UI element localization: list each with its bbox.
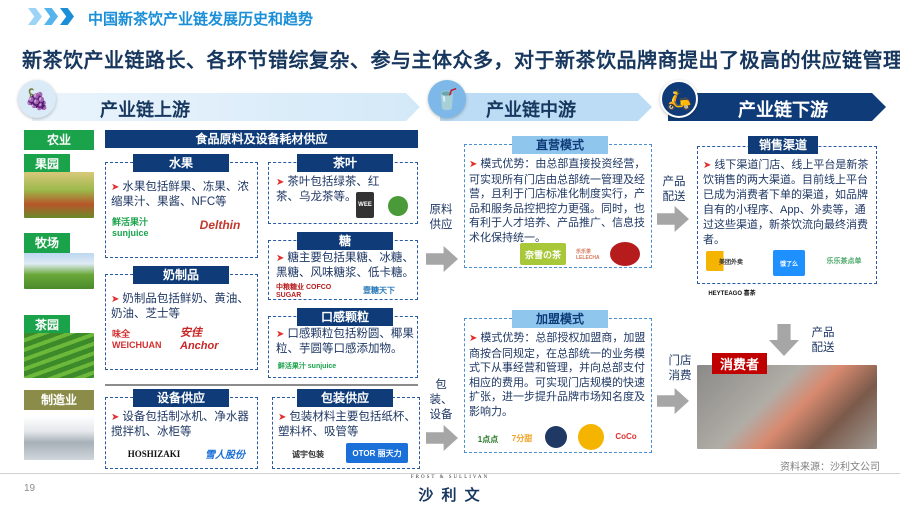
- direct-model-text: ➤模式优势：由总部直接投资经营，可实现所有门店由总部统一管理及经营，且利于门店标…: [469, 158, 646, 244]
- fruit-box: [105, 162, 258, 258]
- consumer-photo: [697, 365, 877, 449]
- consumer-tag: 消费者: [712, 353, 768, 374]
- packaging-equipment-label: 包装、设备: [429, 379, 453, 421]
- topping-text: ➤口感颗粒包括粉圆、椰果粒、芋圆等口感添加物。: [276, 328, 414, 355]
- meituan-logo: 美团外卖: [706, 251, 756, 271]
- equipment-photo: [24, 416, 94, 460]
- divider: [105, 384, 418, 386]
- chayan-logo: [610, 242, 640, 266]
- downstream-banner: 产业链下游: [668, 93, 886, 121]
- chevron-icon: [60, 8, 74, 25]
- tea-logo-2: [388, 196, 408, 216]
- page-headline: 新茶饮产业链路长、各环节错综复杂、参与主体众多，对于新茶饮品牌商提出了极高的供应…: [22, 50, 900, 72]
- topping-logo-2: 🐻: [352, 356, 376, 376]
- chevron-icon: [28, 8, 42, 25]
- dairy-logo-1: 味全 WEICHUAN: [112, 328, 162, 350]
- eleme-logo: 饿了么: [773, 250, 805, 276]
- tea-garden-photo: [24, 333, 94, 378]
- source-note: 资料来源：沙利文公司: [780, 462, 880, 473]
- heytea-logo: 👤: [470, 243, 500, 265]
- downstream-title: 产业链下游: [738, 100, 828, 120]
- direct-model-title: 直营模式: [512, 136, 608, 154]
- sales-channel-title: 销售渠道: [748, 136, 818, 154]
- 7fentian-logo: 7分甜: [511, 433, 533, 443]
- packaging-logo-2: OTOR 丽天力: [346, 443, 408, 463]
- tea-title: 茶叶: [297, 154, 393, 172]
- topping-title: 口感颗粒: [297, 308, 393, 326]
- delivery-scooter-icon: 🛵: [660, 80, 698, 118]
- equipment-box: [105, 397, 258, 469]
- dairy-text: ➤奶制品包括鲜奶、黄油、奶油、芝士等: [111, 293, 249, 320]
- franchise-model-title: 加盟模式: [512, 310, 608, 328]
- ranch-photo: [24, 253, 94, 289]
- heyteago-logo: HEYTEAGO 喜茶: [708, 290, 756, 297]
- raw-supply-label: 原料供应: [429, 204, 453, 231]
- product-delivery-label: 产品配送: [662, 176, 686, 203]
- arrow-right-icon: [426, 246, 458, 272]
- brand-cn: 沙 利 文: [418, 487, 482, 504]
- coco-logo: CoCo: [615, 431, 637, 441]
- bubble-tea-cup-icon: 🥤: [428, 80, 466, 118]
- page-number: 19: [24, 483, 36, 494]
- sector-tea-garden: 茶园: [24, 315, 70, 335]
- sugar-logo-1: 中粮糖业 COFCO SUGAR: [276, 283, 332, 299]
- midstream-title: 产业链中游: [486, 100, 576, 120]
- upstream-banner: 产业链上游: [32, 93, 420, 121]
- packaging-title: 包装供应: [297, 389, 393, 407]
- section-topic: 中国新茶饮产业链发展历史和趋势: [88, 11, 314, 28]
- dairy-box: [105, 274, 258, 370]
- sector-manufacturing: 制造业: [24, 390, 94, 410]
- equipment-title: 设备供应: [133, 389, 229, 407]
- upstream-title: 产业链上游: [100, 100, 190, 120]
- shuyi-logo: [578, 424, 604, 450]
- fruit-text: ➤水果包括鲜果、冻果、浓缩果汁、果酱、NFC等: [111, 181, 249, 208]
- sugar-text: ➤糖主要包括果糖、冰糖、黑糖、风味糖浆、低卡糖。: [276, 252, 414, 279]
- dairy-logo-2: 安佳 Anchor: [180, 327, 219, 352]
- delivery-label: 产品配送: [811, 327, 835, 354]
- arrow-right-icon: [657, 388, 689, 414]
- sales-channel-text: ➤线下渠道门店、线上平台是新茶饮销售的两大渠道。目前线上平台已成为消费者下单的渠…: [703, 159, 869, 246]
- brand-en: FROST & SULLIVAN: [410, 475, 490, 480]
- packaging-text: ➤包装材料主要包括纸杯、塑料杯、吸管等: [278, 411, 416, 438]
- tea-text: ➤茶叶包括绿茶、红茶、乌龙茶等。: [276, 176, 380, 203]
- topping-logo-1: 鲜活果汁 sunjuice: [277, 363, 337, 370]
- arrow-down-icon: [769, 324, 799, 356]
- footer-divider: [0, 473, 900, 474]
- fruit-title: 水果: [133, 154, 229, 172]
- equipment-logo-2: 雪人股份: [205, 449, 245, 461]
- sector-orchard: 果园: [24, 154, 70, 174]
- equipment-logo-1: HOSHIZAKI: [127, 449, 181, 459]
- sector-ranch: 牧场: [24, 233, 70, 253]
- arrow-right-icon: [657, 206, 689, 232]
- franchise-model-text: ➤模式优势：总部授权加盟商，加盟商按合同规定，在总部统一的业务模式下从事经营和管…: [469, 332, 646, 418]
- topping-box: [268, 316, 418, 378]
- midstream-banner: 产业链中游: [440, 93, 652, 121]
- lelecha-logo: 乐乐茶 LELECHA: [576, 248, 600, 261]
- sugar-logo-2: 壹糖天下: [363, 285, 395, 295]
- packaging-logo-1: 诚宇包装: [292, 449, 324, 459]
- yidiandian-logo: 1点点: [477, 434, 499, 444]
- sugar-title: 糖: [297, 232, 393, 250]
- tea-logo-1: WEE: [356, 192, 374, 218]
- orchard-photo: [24, 172, 94, 218]
- sector-agriculture: 农业: [24, 130, 94, 150]
- chevron-icon: [44, 8, 58, 25]
- fruit-logo-2: Delthin: [199, 218, 241, 232]
- lelecha-order-logo: 乐乐茶点单: [826, 258, 862, 265]
- fruit-icon: 🍇: [18, 80, 56, 118]
- dairy-title: 奶制品: [133, 266, 229, 284]
- store-consumption-label: 门店消费: [668, 355, 692, 382]
- chagee-logo: [545, 426, 567, 448]
- nayuki-logo: 奈雪の茶: [520, 243, 566, 265]
- fruit-logo-1: 鲜活果汁 sunjuice: [112, 216, 149, 238]
- arrow-right-icon: [426, 425, 458, 451]
- supply-header: 食品原料及设备耗材供应: [105, 130, 418, 148]
- equipment-text: ➤设备包括制冰机、净水器搅拌机、冰柜等: [111, 411, 249, 438]
